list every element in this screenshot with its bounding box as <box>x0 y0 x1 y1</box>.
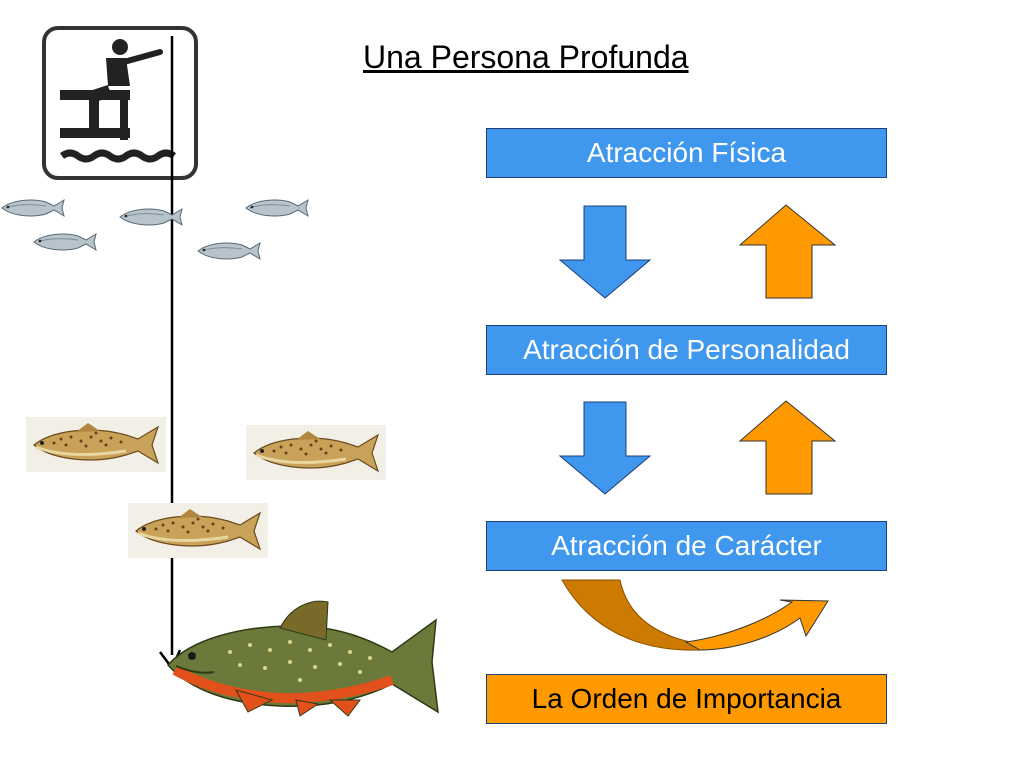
personality-attraction-box: Atracción de Personalidad <box>486 325 887 375</box>
order-of-importance-label: La Orden de Importancia <box>531 683 842 714</box>
order-of-importance-box: La Orden de Importancia <box>486 674 887 724</box>
character-attraction-label: Atracción de Carácter <box>551 530 822 561</box>
small-silver-fish-icon <box>1 199 309 260</box>
brook-trout-icon <box>167 600 439 717</box>
curved-arrow-icon <box>561 579 829 651</box>
personality-attraction-label: Atracción de Personalidad <box>523 334 850 365</box>
down-arrow-2-icon <box>558 401 652 495</box>
up-arrow-1-icon <box>738 204 837 299</box>
up-arrow-2-icon <box>738 400 837 495</box>
character-attraction-box: Atracción de Carácter <box>486 521 887 571</box>
fishing-sign-icon <box>42 26 198 180</box>
physical-attraction-label: Atracción Física <box>586 137 787 168</box>
page-title: Una Persona Profunda <box>363 39 689 75</box>
brown-trout-icon <box>24 415 388 560</box>
physical-attraction-box: Atracción Física <box>486 128 887 178</box>
down-arrow-1-icon <box>558 205 652 299</box>
